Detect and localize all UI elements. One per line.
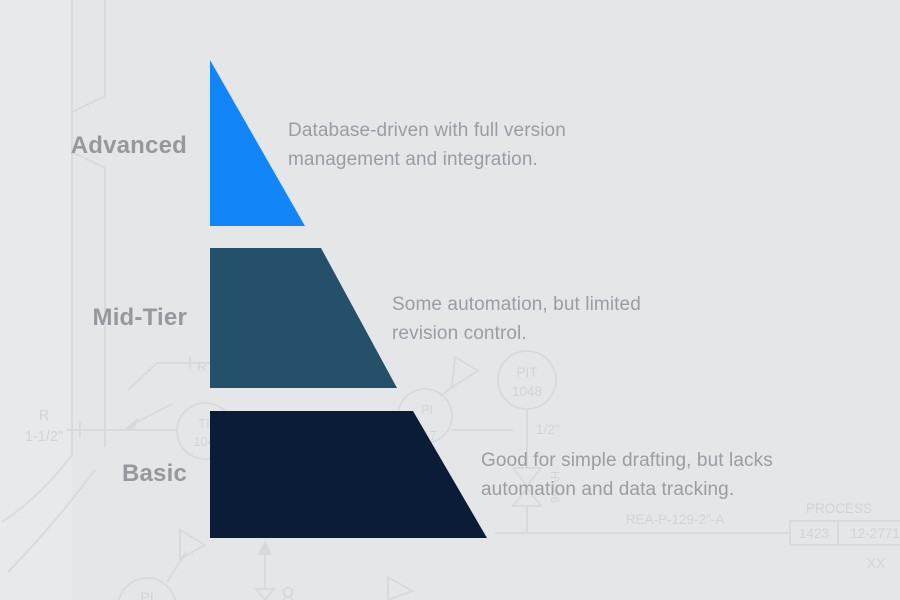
- pi-bottom-tag-label: PI: [140, 589, 153, 600]
- blueprint-jog-line: [71, 151, 106, 447]
- pi-num-label: 7: [430, 429, 437, 443]
- sheet-num-label: 1423: [799, 526, 829, 541]
- ti-num-label: 104: [194, 435, 215, 449]
- arrowhead-icon: [258, 540, 272, 555]
- r2-label: R: [197, 359, 206, 374]
- blueprint-leader-line: [439, 386, 453, 397]
- blueprint-leader-line: [127, 362, 210, 391]
- pipe-spec-label: REA-P-129-2"-A: [626, 512, 725, 527]
- tier-description-advanced: Database-driven with full version manage…: [288, 116, 566, 174]
- tier-label-advanced: Advanced: [70, 132, 187, 159]
- pit-num-label: 1048: [512, 384, 542, 399]
- tier-description-mid-tier: Some automation, but limited revision co…: [392, 290, 641, 348]
- line-size-label: 1/2": [536, 422, 560, 437]
- blueprint-leader-line: [166, 551, 187, 583]
- description-line: management and integration.: [288, 149, 538, 170]
- seal-icon: [282, 595, 294, 600]
- rev-label: XX: [867, 556, 885, 571]
- drain-icon: [254, 588, 276, 600]
- tier-shape-mid-tier: [210, 248, 397, 388]
- tier-label-basic: Basic: [121, 460, 187, 487]
- blueprint-leader-line: [132, 403, 173, 425]
- blueprint-arc: [7, 469, 96, 573]
- title-block-box: [789, 520, 900, 546]
- pit-tag-label: PIT: [516, 365, 537, 380]
- tier-label-mid-tier: Mid-Tier: [92, 304, 187, 331]
- valve-icon: [511, 467, 543, 488]
- description-line: revision control.: [392, 323, 527, 344]
- description-line: Database-driven with full version: [288, 120, 566, 141]
- description-line: Good for simple drafting, but lacks: [481, 450, 773, 471]
- valve-tag-label: HV-66: [548, 471, 560, 503]
- valve-icon: [511, 486, 543, 507]
- arrowhead-icon: [123, 417, 139, 430]
- radius-label: R: [39, 408, 49, 424]
- drawing-num-label: 12-2771: [850, 526, 900, 541]
- ti-tag-label: TI: [198, 417, 209, 431]
- description-line: automation and data tracking.: [481, 479, 735, 500]
- tier-description-basic: Good for simple drafting, but lacks auto…: [481, 446, 773, 504]
- pi-tag-label: PI: [421, 403, 433, 417]
- blueprint-jog-line: [71, 0, 106, 113]
- flag-icon: [179, 528, 207, 561]
- instrument-bubble-pi-bottom: [117, 577, 177, 600]
- process-label: PROCESS: [806, 501, 872, 516]
- flag-icon: [387, 575, 415, 600]
- flag-icon: [450, 355, 480, 389]
- blueprint-vertical-line: [1, 0, 73, 523]
- tier-shape-advanced: [210, 60, 305, 226]
- blueprint-left-panel: [0, 0, 72, 600]
- tier-shape-basic: [210, 411, 487, 538]
- description-line: Some automation, but limited: [392, 294, 641, 315]
- radius-size-label: 1-1/2": [25, 429, 63, 445]
